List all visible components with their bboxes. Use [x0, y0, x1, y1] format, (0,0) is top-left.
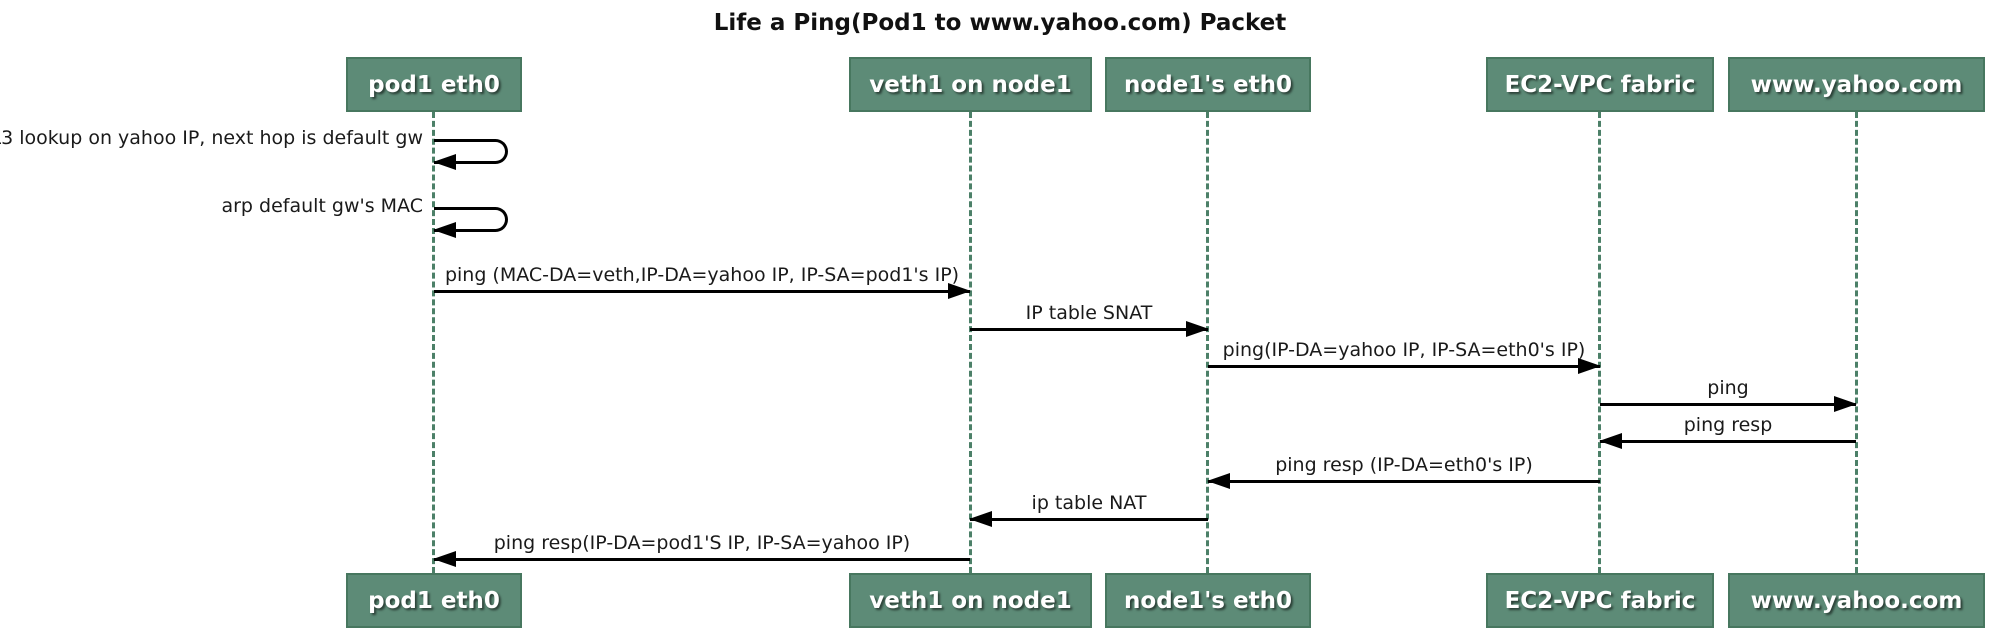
- actor-box-bottom-veth1-on-node1: veth1 on node1: [849, 573, 1092, 628]
- message-label: ip table NAT: [1031, 492, 1147, 514]
- arrowhead-left-icon: [433, 222, 456, 238]
- message-line: [970, 518, 1208, 521]
- self-message-label-arp: arp default gw's MAC: [221, 195, 423, 217]
- actor-box-top-veth1-on-node1: veth1 on node1: [849, 57, 1092, 112]
- message-line: [1600, 440, 1856, 443]
- actor-box-bottom-node1s-eth0: node1's eth0: [1105, 573, 1311, 628]
- actor-box-bottom-pod1-eth0: pod1 eth0: [346, 573, 522, 628]
- actor-box-top-node1s-eth0: node1's eth0: [1105, 57, 1311, 112]
- lifeline-ec2-vpc-fabric: [1598, 112, 1601, 573]
- message-label: ping (MAC-DA=veth,IP-DA=yahoo IP, IP-SA=…: [444, 264, 960, 286]
- actor-box-bottom-www-yahoo-com: www.yahoo.com: [1728, 573, 1985, 628]
- arrowhead-left-icon: [433, 154, 456, 170]
- self-message-loop: [434, 207, 508, 232]
- lifeline-node1s-eth0: [1206, 112, 1209, 573]
- message-line: [1208, 480, 1600, 483]
- actor-box-top-www-yahoo-com: www.yahoo.com: [1728, 57, 1985, 112]
- lifeline-veth1-on-node1: [969, 112, 972, 573]
- arrowhead-right-icon: [1186, 321, 1209, 337]
- arrowhead-right-icon: [948, 283, 971, 299]
- message-label: IP table SNAT: [1025, 302, 1153, 324]
- arrowhead-left-icon: [433, 551, 456, 567]
- actor-box-top-ec2-vpc-fabric: EC2-VPC fabric: [1486, 57, 1714, 112]
- message-line: [1208, 365, 1600, 368]
- message-line: [1600, 403, 1856, 406]
- message-label: ping: [1707, 377, 1749, 399]
- lifeline-pod1-eth0: [432, 112, 435, 573]
- message-label: ping(IP-DA=yahoo IP, IP-SA=eth0's IP): [1222, 339, 1586, 361]
- message-line: [434, 290, 970, 293]
- message-label: ping resp(IP-DA=pod1'S IP, IP-SA=yahoo I…: [493, 532, 911, 554]
- arrowhead-right-icon: [1578, 358, 1601, 374]
- message-label: ping resp (IP-DA=eth0's IP): [1275, 454, 1533, 476]
- diagram-title: Life a Ping(Pod1 to www.yahoo.com) Packe…: [713, 10, 1287, 36]
- message-label: ping resp: [1683, 414, 1773, 436]
- arrowhead-left-icon: [1207, 473, 1230, 489]
- lifeline-www-yahoo-com: [1855, 112, 1858, 573]
- self-message-l3-lookup: [433, 139, 508, 170]
- self-message-label-l3-lookup: L3 lookup on yahoo IP, next hop is defau…: [0, 127, 423, 149]
- actor-box-top-pod1-eth0: pod1 eth0: [346, 57, 522, 112]
- actor-box-bottom-ec2-vpc-fabric: EC2-VPC fabric: [1486, 573, 1714, 628]
- message-line: [434, 558, 970, 561]
- arrowhead-left-icon: [1599, 433, 1622, 449]
- self-message-loop: [434, 139, 508, 164]
- arrowhead-left-icon: [969, 511, 992, 527]
- message-line: [970, 328, 1208, 331]
- self-message-arp: [433, 207, 508, 238]
- arrowhead-right-icon: [1834, 396, 1857, 412]
